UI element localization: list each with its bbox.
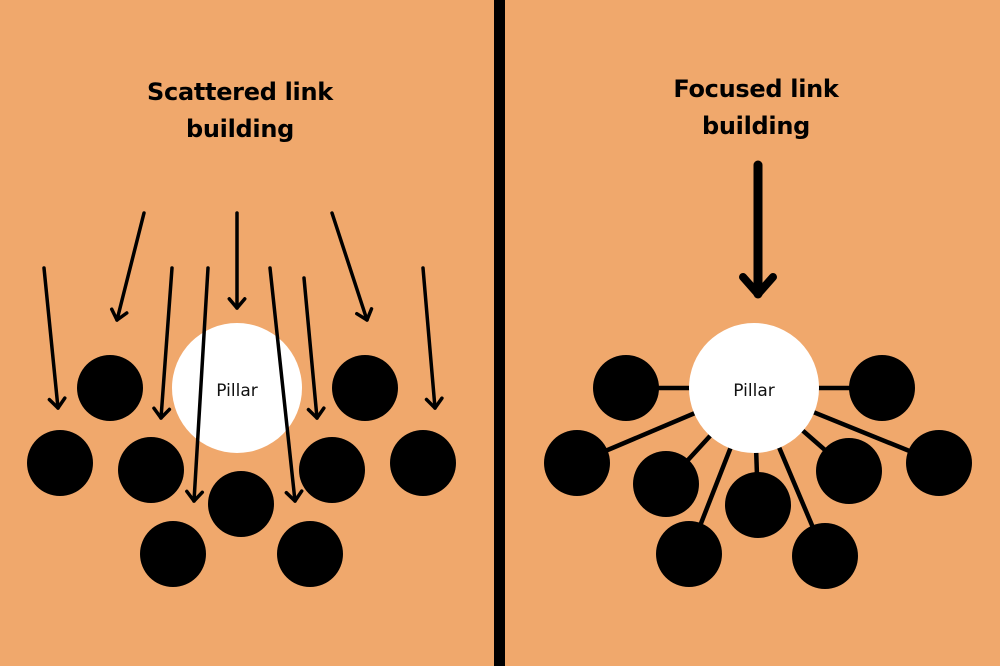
focused-nodes bbox=[544, 355, 972, 589]
focused-node bbox=[633, 451, 699, 517]
panel-divider bbox=[494, 0, 505, 666]
scattered-node bbox=[208, 471, 274, 537]
scattered-arrow bbox=[302, 276, 326, 420]
focused-node bbox=[816, 438, 882, 504]
scattered-node bbox=[27, 430, 93, 496]
scattered-arrow-shaft bbox=[330, 211, 369, 322]
scattered-node bbox=[77, 355, 143, 421]
scattered-node bbox=[140, 521, 206, 587]
scattered-node bbox=[299, 437, 365, 503]
scattered-arrow-head bbox=[306, 406, 326, 420]
focused-node bbox=[849, 355, 915, 421]
scattered-arrow bbox=[421, 266, 444, 410]
focused-title-line1: Focused link bbox=[673, 75, 839, 103]
focused-panel: Pillar bbox=[544, 160, 972, 589]
scattered-node bbox=[118, 437, 184, 503]
focused-pillar-node bbox=[689, 323, 819, 453]
scattered-pillar-label: Pillar bbox=[216, 381, 257, 401]
scattered-pillar-node bbox=[172, 323, 302, 453]
scattered-nodes bbox=[27, 355, 456, 587]
focused-title: Focused link building bbox=[576, 71, 936, 145]
scattered-arrow bbox=[42, 266, 67, 410]
scattered-arrow-shaft bbox=[192, 266, 210, 503]
focused-node bbox=[656, 521, 722, 587]
scattered-title-line1: Scattered link bbox=[147, 78, 333, 106]
scattered-node bbox=[277, 521, 343, 587]
scattered-arrow-head bbox=[185, 489, 205, 503]
scattered-arrow-head bbox=[355, 307, 374, 322]
scattered-arrow bbox=[330, 211, 374, 322]
scattered-arrow bbox=[185, 266, 210, 503]
scattered-arrow bbox=[152, 266, 174, 420]
scattered-panel: Pillar bbox=[27, 211, 456, 587]
focused-node bbox=[593, 355, 659, 421]
scattered-arrow-head bbox=[47, 396, 67, 410]
scattered-node bbox=[332, 355, 398, 421]
scattered-arrow-shaft bbox=[302, 276, 319, 420]
focused-node bbox=[906, 430, 972, 496]
scattered-arrow-shaft bbox=[268, 266, 297, 503]
scattered-arrow bbox=[268, 266, 304, 503]
scattered-arrow-head bbox=[152, 406, 172, 420]
scattered-arrow-head bbox=[424, 396, 444, 410]
scattered-arrow-shaft bbox=[115, 211, 146, 322]
focused-node bbox=[792, 523, 858, 589]
scattered-arrow-shaft bbox=[42, 266, 60, 410]
scattered-arrow-shaft bbox=[421, 266, 437, 410]
scattered-title-line2: building bbox=[186, 115, 294, 143]
scattered-arrow-head bbox=[284, 489, 304, 503]
scattered-arrow-shaft bbox=[159, 266, 174, 420]
focused-arrow bbox=[739, 160, 777, 299]
scattered-node bbox=[390, 430, 456, 496]
scattered-arrows bbox=[42, 211, 444, 503]
focused-node bbox=[725, 472, 791, 538]
scattered-arrow bbox=[109, 211, 146, 322]
scattered-arrow-head bbox=[109, 307, 129, 322]
scattered-arrow bbox=[227, 211, 247, 310]
scattered-title: Scattered link building bbox=[60, 74, 420, 148]
scattered-arrow-head bbox=[227, 297, 247, 310]
focused-arrow-head bbox=[739, 273, 777, 298]
focused-pillar-label: Pillar bbox=[733, 381, 774, 401]
focused-title-line2: building bbox=[702, 112, 810, 140]
focused-node bbox=[544, 430, 610, 496]
